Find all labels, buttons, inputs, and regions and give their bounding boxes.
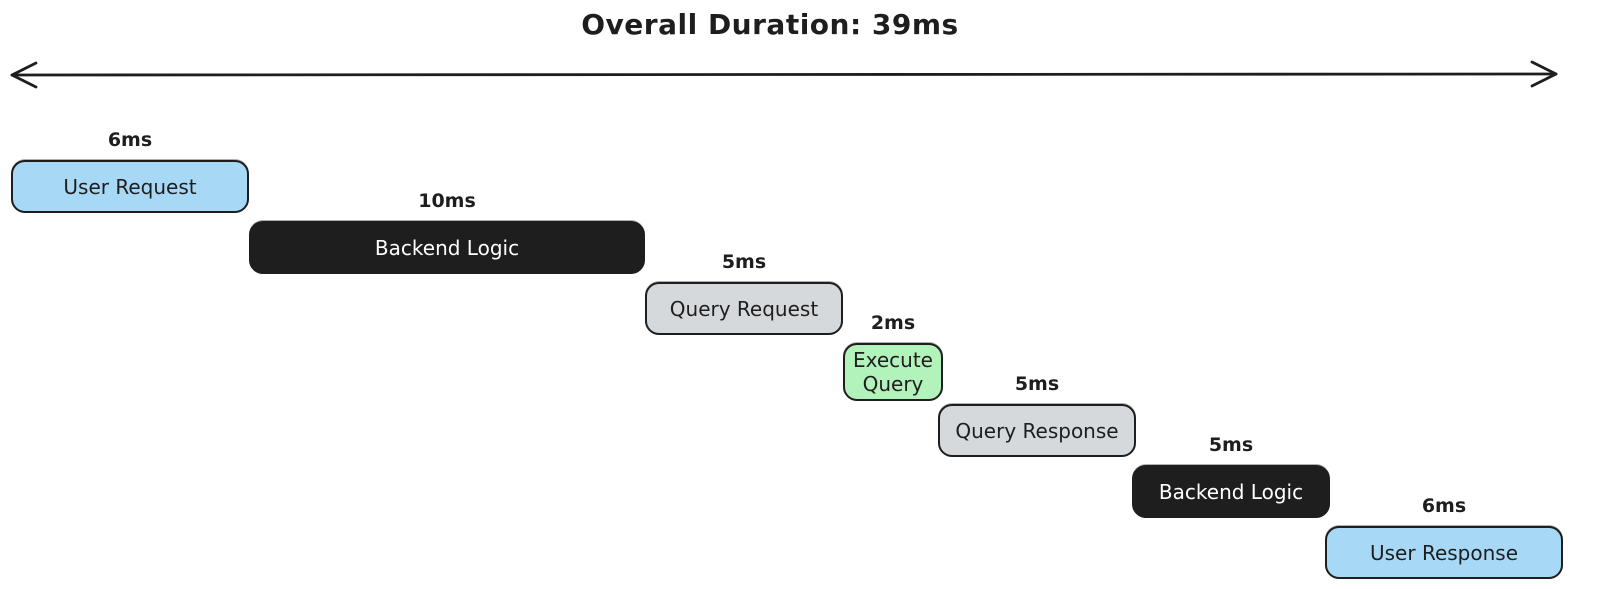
overall-duration-title: Overall Duration: 39ms (581, 8, 959, 41)
step-duration-label: 5ms (1014, 373, 1060, 395)
step-label: Query Request (669, 296, 819, 321)
step-box: User Response (1325, 526, 1563, 579)
timeline-step: 2ms Execute Query (843, 310, 943, 401)
arrow-head-right-icon (1530, 60, 1558, 88)
step-label: Backend Logic (374, 235, 520, 260)
step-label: Backend Logic (1158, 479, 1304, 504)
timeline-step: 5ms Query Request (645, 249, 843, 335)
step-box: Execute Query (843, 343, 943, 401)
timeline-step: 10ms Backend Logic (249, 188, 645, 274)
step-duration-label: 6ms (1421, 495, 1467, 517)
step-box: User Request (11, 160, 249, 213)
timeline-step: 6ms User Request (11, 127, 249, 213)
step-duration-label: 6ms (107, 129, 153, 151)
timeline-step: 5ms Query Response (938, 371, 1136, 457)
timeline-step: 5ms Backend Logic (1132, 432, 1330, 518)
step-duration-label: 2ms (870, 312, 916, 334)
step-box: Query Response (938, 404, 1136, 457)
step-duration-label: 5ms (1208, 434, 1254, 456)
step-box: Backend Logic (1132, 465, 1330, 518)
arrow-head-left-icon (10, 61, 38, 89)
arrow-shaft (10, 72, 1558, 77)
step-label: Execute Query (853, 348, 933, 396)
step-duration-label: 5ms (721, 251, 767, 273)
step-box: Query Request (645, 282, 843, 335)
timeline-step: 6ms User Response (1325, 493, 1563, 579)
step-label: User Request (63, 174, 197, 199)
step-duration-label: 10ms (418, 190, 476, 212)
step-label: User Response (1370, 540, 1518, 565)
step-box: Backend Logic (249, 221, 645, 274)
step-label: Query Response (955, 418, 1119, 443)
